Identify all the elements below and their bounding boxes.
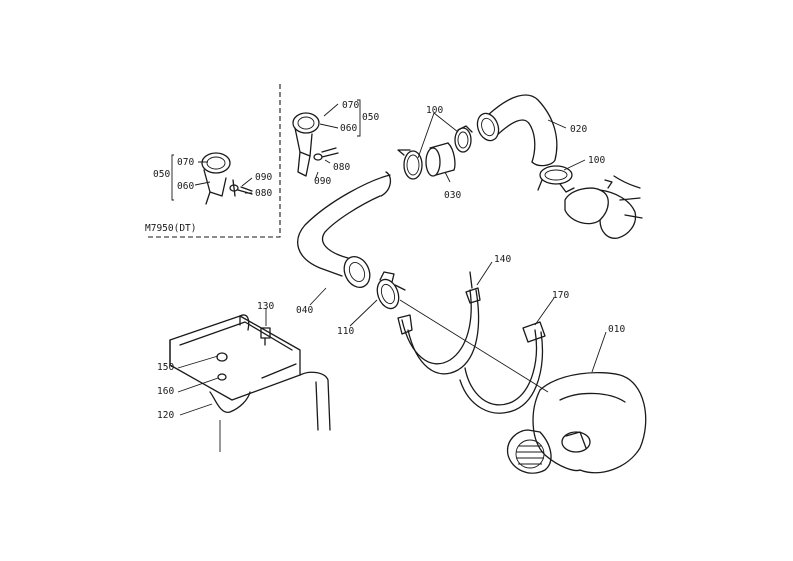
label-100-right: 100 [588,155,605,166]
label-150: 150 [157,362,174,373]
clamp-110 [376,271,406,310]
hose-020 [476,94,558,167]
label-070-right: 070 [342,100,359,111]
part-labels: 010 020 030 040 050 050 060 060 070 070 … [145,100,625,421]
leader-lines [177,103,607,416]
label-160: 160 [157,386,174,397]
label-100-top: 100 [426,105,443,116]
label-020: 020 [570,124,587,135]
hose-040 [297,171,392,289]
label-090-left: 090 [255,172,272,183]
label-130: 130 [257,301,274,312]
label-140: 140 [494,254,511,265]
label-080-left: 080 [255,188,272,199]
label-010: 010 [608,324,625,335]
air-cleaner-010 [506,371,647,474]
clamp-100-right [537,165,575,193]
label-050-right: 050 [362,112,379,123]
label-040: 040 [296,305,313,316]
label-050-left: 050 [153,169,170,180]
label-060-right: 060 [340,123,357,134]
turbo-outlet [564,175,643,239]
label-090-right: 090 [314,176,331,187]
group-brackets [171,99,361,201]
bracket-assembly [169,314,331,452]
centerline [399,299,549,393]
label-060-left: 060 [177,181,194,192]
label-070-left: 070 [177,157,194,168]
label-170: 170 [552,290,569,301]
label-080-right: 080 [333,162,350,173]
label-120: 120 [157,410,174,421]
variant-label: M7950(DT) [145,223,196,234]
band-170 [459,321,546,414]
label-030: 030 [444,190,461,201]
pipe-030 [425,142,456,177]
left-clamp-assembly [201,152,253,205]
clamp-100-top [397,125,473,180]
label-110: 110 [337,326,354,337]
right-clamp-assembly [292,112,339,177]
variant-box [148,82,281,238]
band-140 [397,271,481,375]
